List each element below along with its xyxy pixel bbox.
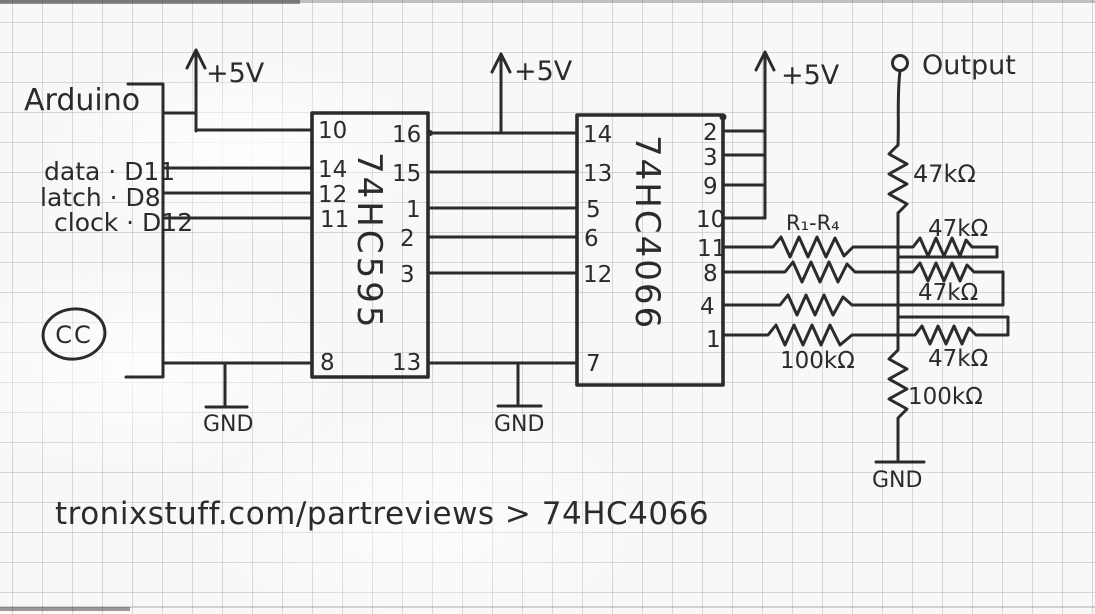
signal-clock-label: clock · D12 bbox=[54, 208, 193, 237]
cc-mark-label: CC bbox=[55, 321, 93, 349]
595-pin-1: 1 bbox=[406, 197, 421, 223]
vcc1-arrowhead-icon bbox=[185, 48, 207, 70]
output-terminal-icon bbox=[891, 54, 909, 72]
4066-pin-6: 6 bbox=[584, 226, 599, 252]
gnd1-label: GND bbox=[203, 412, 253, 437]
output-label: Output bbox=[922, 50, 1016, 81]
vcc3-arrowhead-icon bbox=[754, 50, 776, 72]
resistor-r1 bbox=[721, 235, 900, 259]
595-pin-3: 3 bbox=[400, 262, 415, 288]
resistor-ladder-47k-2-value: 47kΩ bbox=[918, 280, 978, 306]
vcc1-label: +5V bbox=[206, 58, 265, 89]
595-pin-10: 10 bbox=[318, 118, 347, 144]
resistor-r4-value: 100kΩ bbox=[780, 348, 855, 374]
resistor-ladder-47k-1 bbox=[896, 236, 999, 259]
resistor-ladder-47k-3 bbox=[896, 315, 1010, 346]
4066-pin-2: 2 bbox=[703, 120, 718, 146]
resistor-top-47k bbox=[887, 143, 909, 215]
resistor-bottom-100k-value: 100kΩ bbox=[908, 384, 983, 410]
595-pin-13: 13 bbox=[392, 350, 421, 376]
vcc3-label: +5V bbox=[781, 60, 840, 91]
resistor-r3 bbox=[721, 293, 900, 317]
arduino-label: Arduino bbox=[24, 83, 140, 118]
4066-pin-9: 9 bbox=[703, 174, 718, 200]
resistor-ladder-47k-3-value: 47kΩ bbox=[928, 346, 988, 372]
arduino-bracket bbox=[124, 82, 165, 379]
4066-pin-12: 12 bbox=[583, 262, 612, 288]
4066-pin-1: 1 bbox=[706, 327, 721, 353]
4066-pin-13: 13 bbox=[583, 161, 612, 187]
signal-data-label: data · D11 bbox=[44, 157, 175, 186]
595-pin-12: 12 bbox=[318, 182, 347, 208]
4066-pin-4: 4 bbox=[700, 294, 715, 320]
gnd2-label: GND bbox=[494, 412, 544, 437]
595-pin-15: 15 bbox=[392, 161, 421, 187]
signal-latch-label: latch · D8 bbox=[40, 183, 161, 212]
junction-dot-595-pin16 bbox=[427, 130, 433, 136]
resistor-r2 bbox=[721, 260, 900, 284]
4066-pin-11: 11 bbox=[697, 236, 726, 262]
chip-74hc595-label: 74HC595 bbox=[349, 152, 389, 330]
595-pin-14: 14 bbox=[318, 157, 347, 183]
4066-pin-10: 10 bbox=[696, 207, 725, 233]
595-pin-16: 16 bbox=[392, 122, 421, 148]
chip-74hc595-body bbox=[310, 111, 430, 379]
junction-dot-4066-corner bbox=[719, 113, 727, 121]
595-pin-8: 8 bbox=[320, 350, 335, 376]
wire-output-down bbox=[896, 69, 902, 147]
cc-mark-icon bbox=[41, 307, 107, 361]
resistor-ladder-47k-1-value: 47kΩ bbox=[928, 216, 988, 242]
vcc2-arrowhead-icon bbox=[490, 52, 512, 74]
4066-pin-8: 8 bbox=[703, 261, 718, 287]
resistor-ladder-47k-2 bbox=[896, 261, 1005, 307]
footer-url: tronixstuff.com/partreviews > 74HC4066 bbox=[55, 496, 709, 532]
vcc2-label: +5V bbox=[514, 56, 573, 87]
4066-pin-7: 7 bbox=[586, 351, 601, 377]
4066-pin-5: 5 bbox=[586, 197, 601, 223]
ladder-range-label: R₁-R₄ bbox=[786, 211, 840, 235]
595-pin-11: 11 bbox=[320, 207, 349, 233]
chip-74hc4066-label: 74HC4066 bbox=[627, 135, 667, 330]
595-pin-2: 2 bbox=[400, 226, 415, 252]
4066-pin-3: 3 bbox=[703, 145, 718, 171]
resistor-r4 bbox=[721, 323, 900, 347]
resistor-bottom-100k bbox=[887, 348, 909, 464]
gnd3-label: GND bbox=[872, 468, 922, 493]
resistor-top-47k-value: 47kΩ bbox=[913, 160, 976, 188]
chip-74hc4066-body bbox=[575, 113, 725, 387]
4066-pin-14: 14 bbox=[583, 122, 612, 148]
